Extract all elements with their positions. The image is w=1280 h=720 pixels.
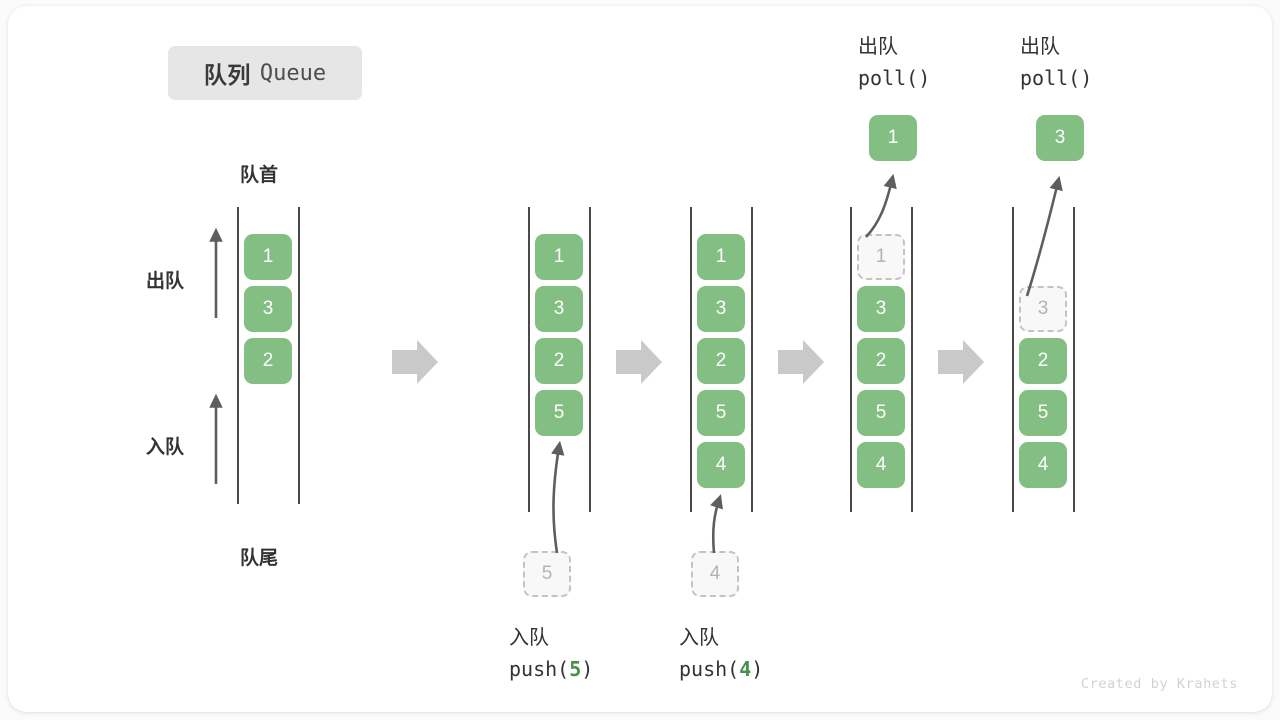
dequeue-direction-label: 出队 bbox=[146, 271, 185, 292]
queue-rail-right-stage2 bbox=[589, 207, 591, 512]
push-argument: 5 bbox=[569, 657, 582, 681]
queue-cell: 4 bbox=[1019, 442, 1067, 488]
queue-cell: 5 bbox=[697, 390, 745, 436]
stage2-caption-cn: 入队 bbox=[509, 627, 549, 649]
push-suffix: ) bbox=[751, 657, 764, 681]
stage4-header-code: poll() bbox=[858, 66, 931, 90]
stage3-caption-code: push(4) bbox=[679, 657, 839, 681]
queue-rail-right-stage4 bbox=[911, 207, 913, 512]
queue-cell-ghost: 1 bbox=[857, 234, 905, 280]
push-argument: 4 bbox=[739, 657, 752, 681]
queue-cell: 1 bbox=[535, 234, 583, 280]
queue-rear-label: 队尾 bbox=[240, 548, 279, 569]
queue-cell-ghost: 3 bbox=[1019, 286, 1067, 332]
watermark-credit: Created by Krahets bbox=[1080, 676, 1238, 692]
title-label-en: Queue bbox=[259, 60, 327, 86]
queue-rail-left-stage1 bbox=[237, 207, 239, 504]
diagram-card bbox=[8, 6, 1272, 712]
incoming-element-ghost: 4 bbox=[691, 551, 739, 597]
queue-rail-left-stage4 bbox=[850, 207, 852, 512]
stage2-caption-code: push(5) bbox=[509, 657, 669, 681]
queue-cell: 2 bbox=[697, 338, 745, 384]
queue-cell: 5 bbox=[1019, 390, 1067, 436]
stage3-caption-cn: 入队 bbox=[679, 627, 719, 649]
diagram-title-chip: 队列 Queue bbox=[168, 46, 362, 100]
popped-element: 1 bbox=[869, 115, 917, 161]
queue-rail-left-stage5 bbox=[1012, 207, 1014, 512]
popped-element: 3 bbox=[1036, 115, 1084, 161]
queue-cell: 2 bbox=[535, 338, 583, 384]
queue-cell: 3 bbox=[697, 286, 745, 332]
queue-cell: 3 bbox=[244, 286, 292, 332]
stage5-header-code: poll() bbox=[1020, 66, 1093, 90]
queue-cell: 4 bbox=[857, 442, 905, 488]
queue-cell: 5 bbox=[857, 390, 905, 436]
queue-cell: 1 bbox=[697, 234, 745, 280]
queue-rail-left-stage2 bbox=[528, 207, 530, 512]
incoming-element-ghost: 5 bbox=[523, 551, 571, 597]
enqueue-direction-label: 入队 bbox=[146, 437, 185, 458]
queue-cell: 1 bbox=[244, 234, 292, 280]
title-label-cn: 队列 bbox=[203, 62, 251, 88]
queue-cell: 4 bbox=[697, 442, 745, 488]
queue-cell: 2 bbox=[244, 338, 292, 384]
push-suffix: ) bbox=[581, 657, 594, 681]
queue-cell: 3 bbox=[535, 286, 583, 332]
queue-rail-right-stage1 bbox=[298, 207, 300, 504]
queue-cell: 2 bbox=[857, 338, 905, 384]
stage4-header-cn: 出队 bbox=[858, 36, 898, 58]
queue-front-label: 队首 bbox=[240, 165, 279, 186]
queue-rail-right-stage5 bbox=[1073, 207, 1075, 512]
queue-cell: 3 bbox=[857, 286, 905, 332]
stage5-header-cn: 出队 bbox=[1020, 36, 1060, 58]
queue-cell: 5 bbox=[535, 390, 583, 436]
push-prefix: push( bbox=[509, 657, 570, 681]
queue-cell: 2 bbox=[1019, 338, 1067, 384]
queue-rail-left-stage3 bbox=[690, 207, 692, 512]
push-prefix: push( bbox=[679, 657, 740, 681]
queue-rail-right-stage3 bbox=[751, 207, 753, 512]
